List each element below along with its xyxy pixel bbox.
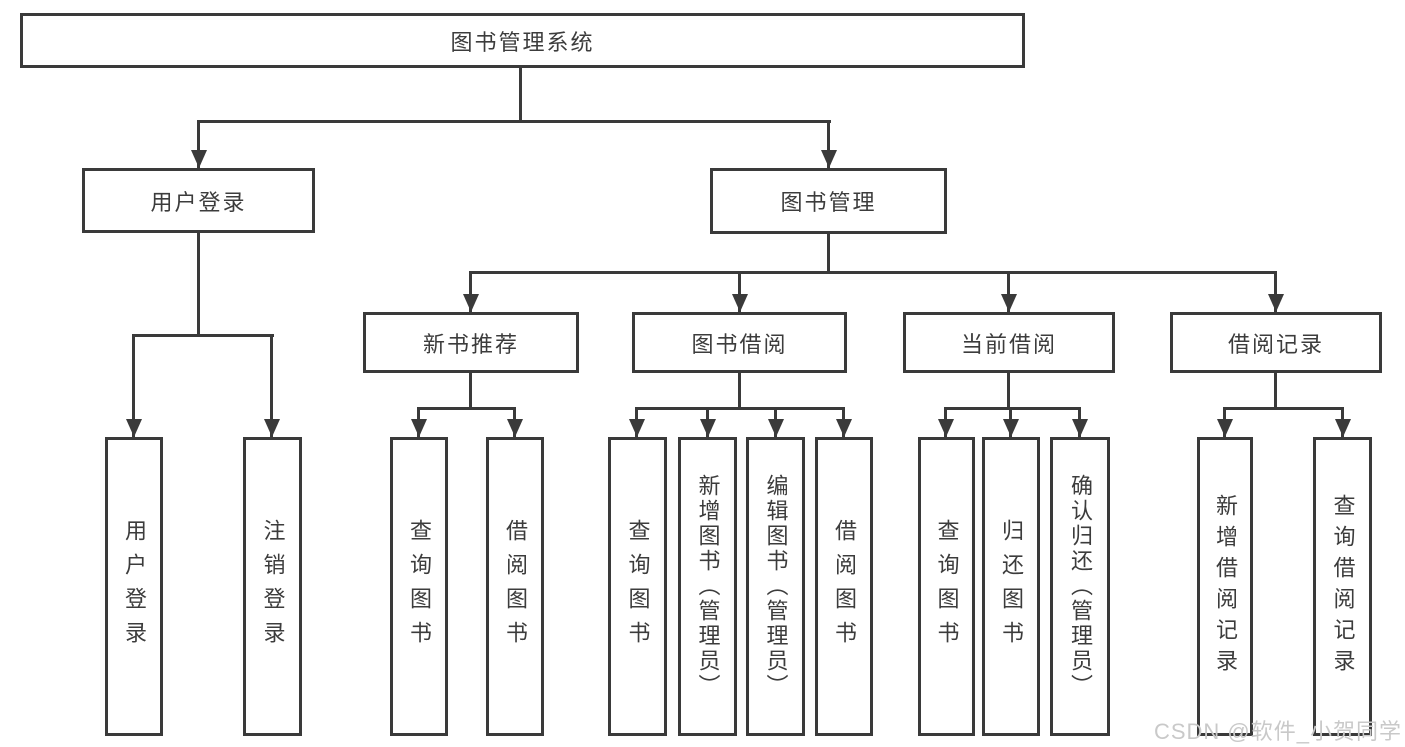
arrow-down-icon [732,294,748,312]
connector-line [197,120,831,123]
connector-line [944,407,1081,410]
leaf-label: 查询图书 [407,518,432,655]
leaf-add-books-admin: 新增图书（管理员） [678,437,737,736]
node-new-book-recommend: 新书推荐 [363,312,579,373]
connector-line [469,271,1277,274]
arrow-down-icon [821,150,837,168]
leaf-label: 查询图书 [625,518,651,655]
leaf-label: 归还图书 [999,518,1024,655]
leaf-label: 查询图书 [934,518,960,655]
connector-line [132,334,274,337]
leaf-query-borrow-record: 查询借阅记录 [1313,437,1372,736]
connector-line [635,407,845,410]
arrow-down-icon [1001,294,1017,312]
connector-line [1007,271,1010,312]
connector-line [417,407,516,410]
leaf-label: 查询借阅记录 [1330,493,1356,680]
leaf-borrow-books: 借阅图书 [486,437,544,736]
connector-line [738,373,741,408]
leaf-query-books: 查询图书 [608,437,667,736]
leaf-query-books: 查询图书 [390,437,448,736]
arrow-down-icon [700,419,716,437]
node-borrowing-records: 借阅记录 [1170,312,1382,373]
leaf-label: 用户登录 [122,518,147,655]
csdn-watermark: CSDN @软件_小贺同学 [1153,719,1402,744]
connector-line [827,120,830,168]
arrow-down-icon [1217,419,1233,437]
arrow-down-icon [191,150,207,168]
node-label: 借阅记录 [1227,331,1324,357]
arrow-down-icon [836,419,852,437]
connector-line [1274,271,1277,312]
leaf-label: 注销登录 [260,518,286,655]
node-label: 图书管理系统 [450,29,595,55]
node-label: 图书管理 [780,190,877,215]
arrow-down-icon [1072,419,1088,437]
leaf-edit-books-admin: 编辑图书（管理员） [746,437,805,736]
leaf-confirm-return-admin: 确认归还（管理员） [1050,437,1110,736]
connector-line [469,271,472,312]
leaf-borrow-books: 借阅图书 [815,437,873,736]
connector-line [270,334,273,437]
leaf-label: 借阅图书 [832,518,857,655]
arrow-down-icon [1003,419,1019,437]
connector-line [1223,407,1343,410]
connector-line [519,68,522,121]
node-label: 当前借阅 [960,331,1057,357]
node-current-borrowing: 当前借阅 [903,312,1115,373]
leaf-return-books: 归还图书 [982,437,1040,736]
connector-line [197,233,200,335]
arrow-down-icon [264,419,280,437]
leaf-label: 编辑图书（管理员） [763,474,789,699]
connector-line [132,334,135,437]
leaf-label: 确认归还（管理员） [1068,474,1093,699]
arrow-down-icon [507,419,523,437]
connector-line [469,373,472,408]
leaf-add-borrow-record: 新增借阅记录 [1197,437,1253,736]
node-label: 用户登录 [150,189,247,215]
node-book-management: 图书管理 [710,168,947,234]
leaf-label: 新增图书（管理员） [695,474,721,699]
leaf-label: 新增借阅记录 [1213,493,1238,680]
arrow-down-icon [411,419,427,437]
connector-line [197,120,200,168]
arrow-down-icon [938,419,954,437]
node-root-system: 图书管理系统 [20,13,1025,68]
leaf-label: 借阅图书 [503,518,528,655]
node-label: 图书借阅 [691,331,788,357]
node-user-login: 用户登录 [82,168,315,233]
arrow-down-icon [1335,419,1351,437]
leaf-user-login: 用户登录 [105,437,163,736]
connector-line [1007,373,1010,408]
arrow-down-icon [1268,294,1284,312]
arrow-down-icon [463,294,479,312]
arrow-down-icon [768,419,784,437]
connector-line [738,271,741,312]
node-book-borrowing: 图书借阅 [632,312,847,373]
arrow-down-icon [126,419,142,437]
connector-line [1274,373,1277,408]
leaf-query-books: 查询图书 [918,437,975,736]
node-label: 新书推荐 [422,331,519,357]
arrow-down-icon [629,419,645,437]
connector-line [827,234,830,272]
leaf-logout: 注销登录 [243,437,302,736]
